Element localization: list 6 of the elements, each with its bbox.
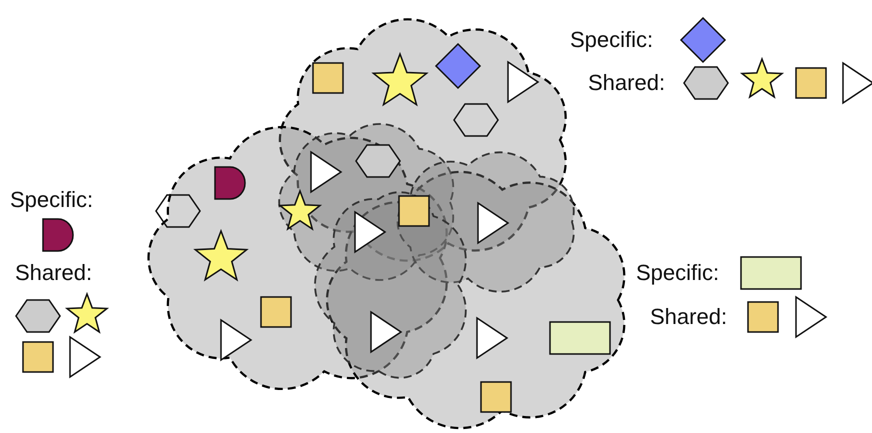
category-label: Specific: (570, 29, 654, 51)
category-label: Shared: (15, 262, 92, 284)
category-label: Specific: (636, 262, 720, 284)
category-label: Shared: (650, 306, 728, 328)
category-label: Specific: (10, 189, 94, 211)
category-label: Shared: (588, 72, 666, 94)
